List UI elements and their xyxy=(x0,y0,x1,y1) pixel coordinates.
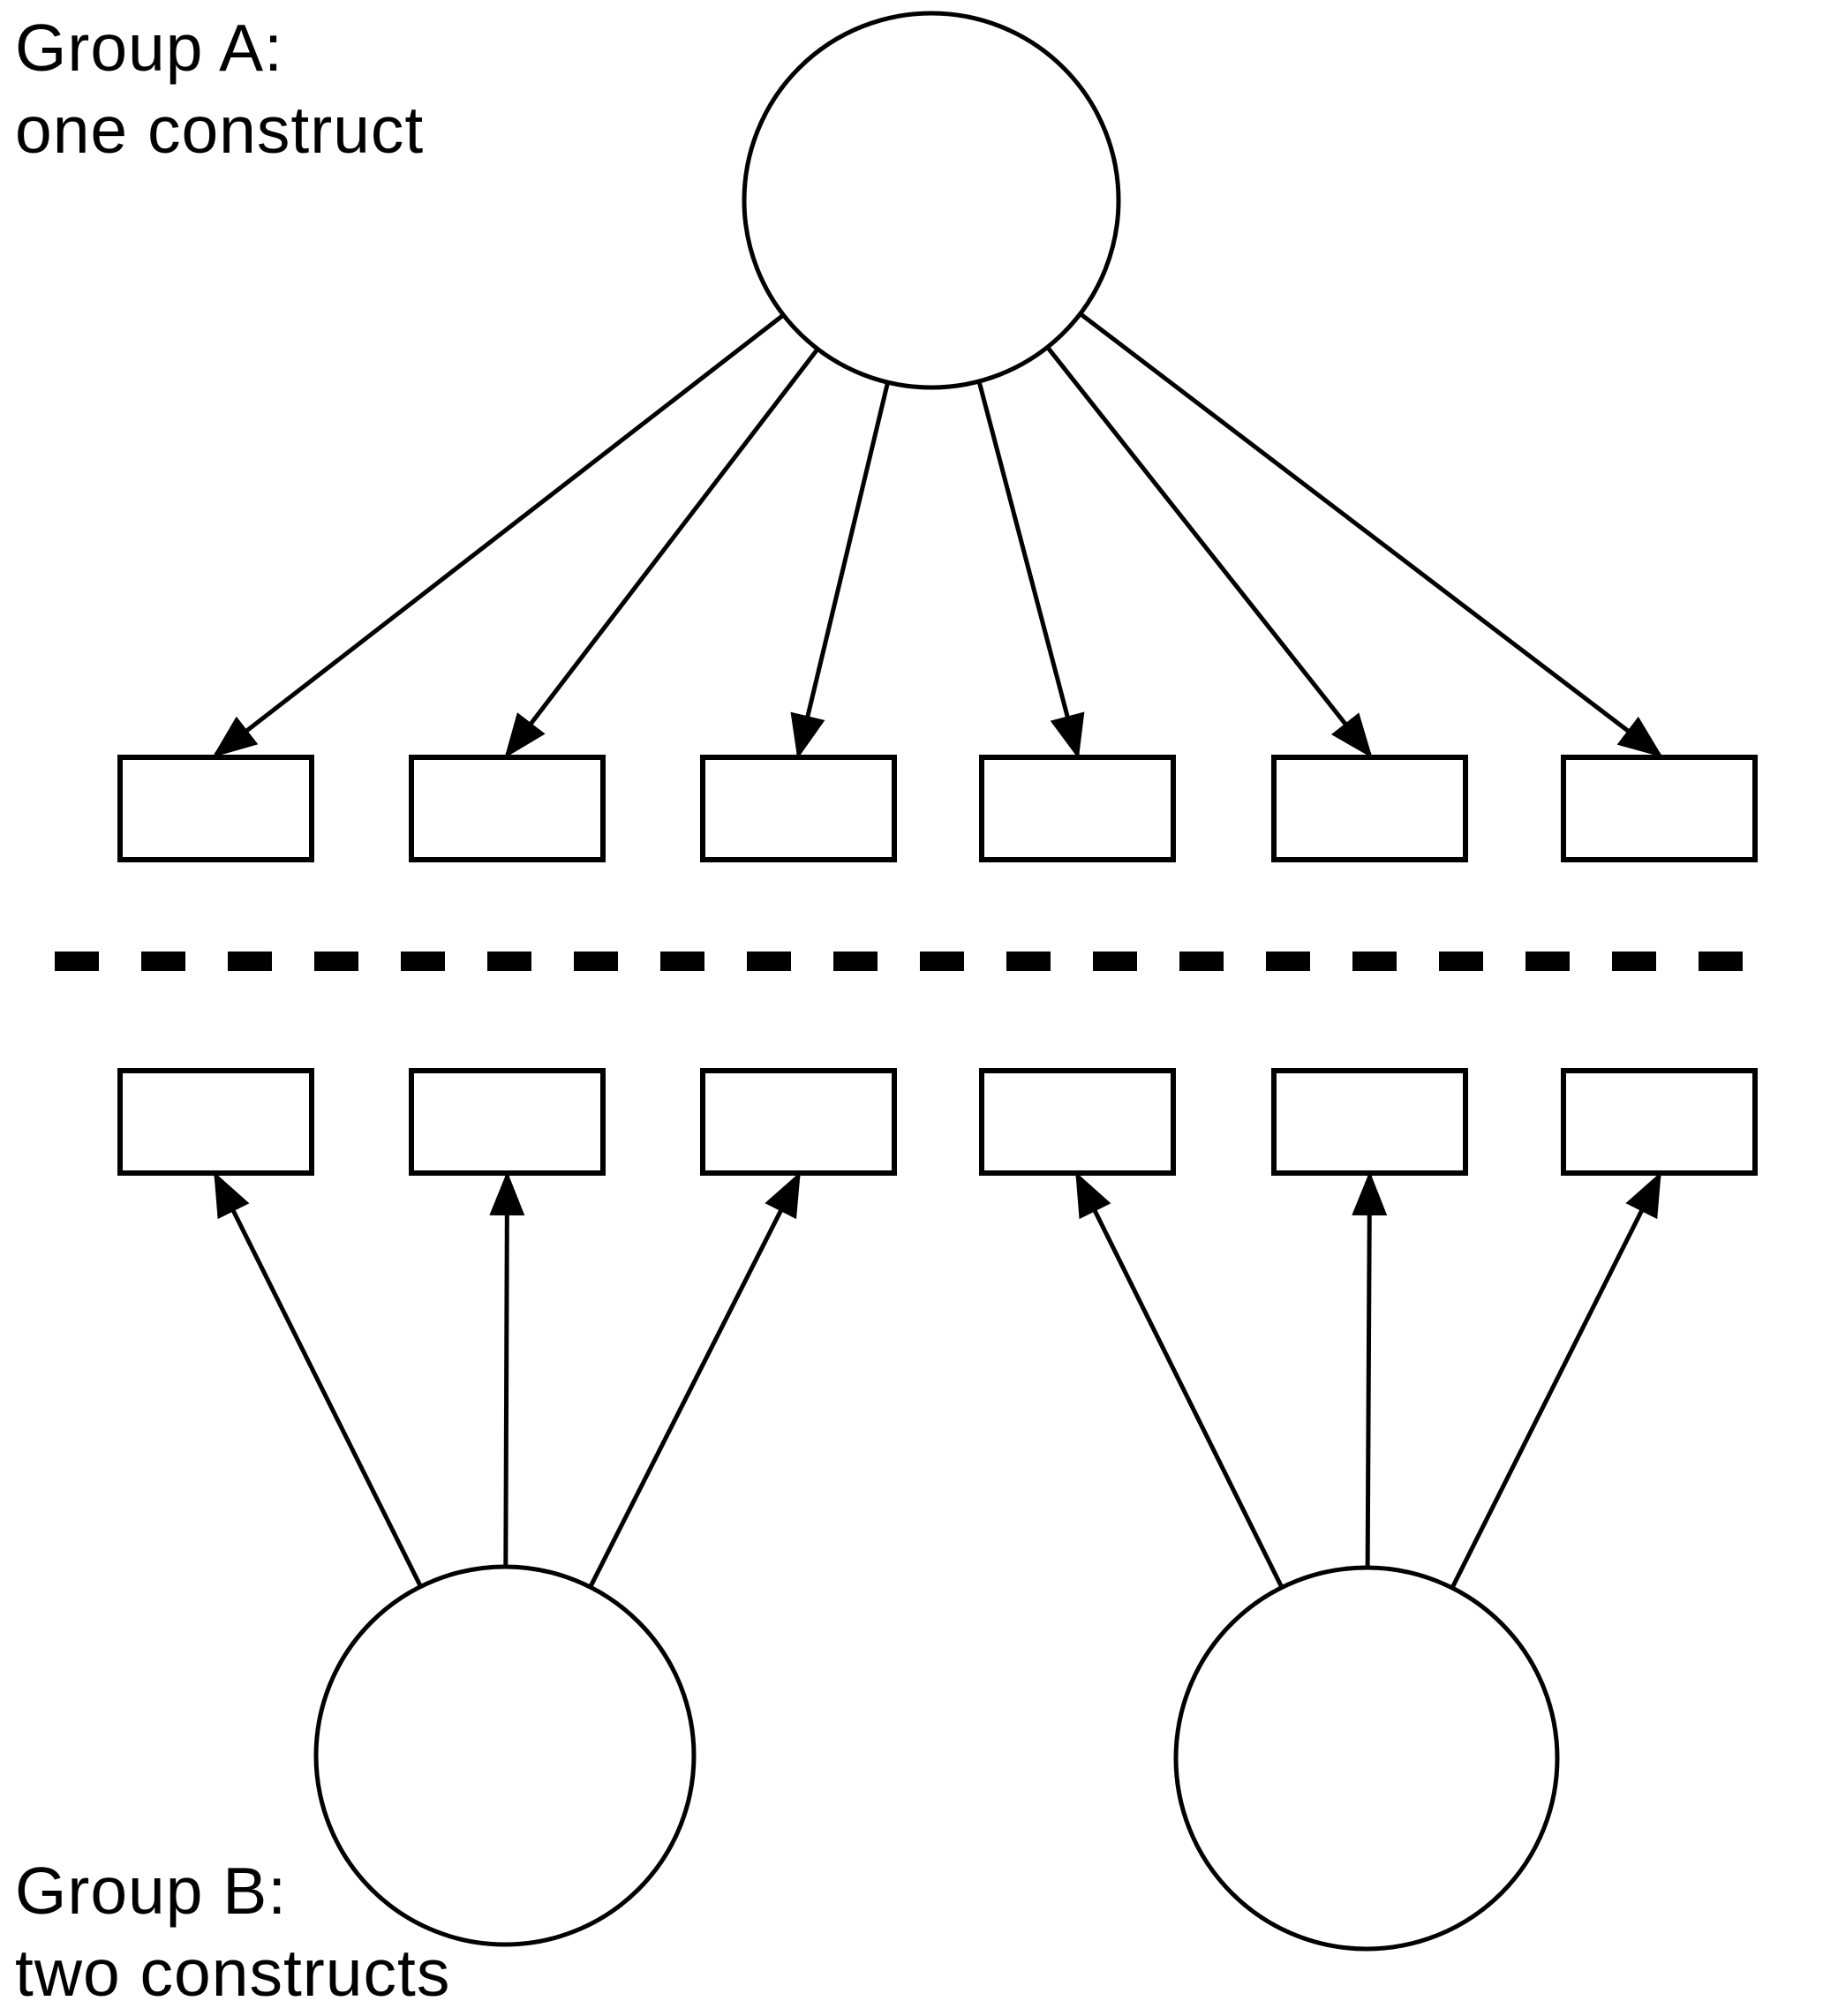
indicator-a-5 xyxy=(1271,755,1468,862)
indicator-b-3 xyxy=(700,1068,897,1176)
loading-b-left-3 xyxy=(588,1171,801,1589)
loading-b-right-6 xyxy=(1450,1171,1661,1590)
group-a-label: Group A: one construct xyxy=(15,7,424,171)
indicator-b-5 xyxy=(1271,1068,1468,1176)
loading-b-right-4 xyxy=(1075,1171,1284,1589)
group-b-label-line1: Group B: xyxy=(15,1854,288,1928)
indicator-b-6 xyxy=(1561,1068,1758,1176)
loading-a-2 xyxy=(504,347,820,758)
group-b-label: Group B: two constructs xyxy=(15,1850,450,2014)
indicator-a-2 xyxy=(409,755,606,862)
loading-a-6 xyxy=(1079,312,1663,758)
group-a-label-line2: one construct xyxy=(15,93,425,167)
indicator-a-3 xyxy=(700,755,897,862)
indicator-a-1 xyxy=(117,755,314,862)
loading-b-right-5 xyxy=(1352,1171,1388,1568)
indicator-b-2 xyxy=(409,1068,606,1176)
loading-a-4 xyxy=(976,380,1085,759)
construct-group-b-right xyxy=(1173,1565,1560,1952)
group-b-label-line2: two constructs xyxy=(15,1936,451,2010)
loading-a-5 xyxy=(1045,345,1373,758)
construct-group-a xyxy=(742,11,1121,390)
loading-b-left-1 xyxy=(214,1171,423,1588)
indicator-b-1 xyxy=(117,1068,314,1176)
loading-a-3 xyxy=(790,381,891,759)
indicator-a-4 xyxy=(979,755,1176,862)
indicator-b-4 xyxy=(979,1068,1176,1176)
construct-group-b-left xyxy=(313,1564,697,1947)
group-a-label-line1: Group A: xyxy=(15,11,284,85)
indicator-a-6 xyxy=(1561,755,1758,862)
loading-b-left-2 xyxy=(489,1171,525,1568)
loading-a-1 xyxy=(212,312,785,758)
